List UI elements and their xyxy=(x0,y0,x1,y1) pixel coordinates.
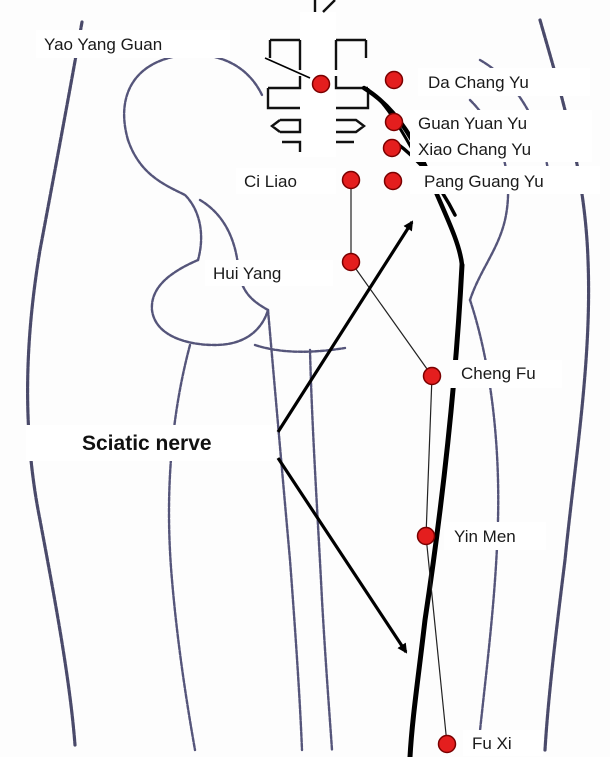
point-da-chang-yu[interactable] xyxy=(386,72,403,89)
label-ci-liao: Ci Liao xyxy=(244,172,297,191)
label-yin-men: Yin Men xyxy=(454,527,516,546)
label-sciatic-nerve: Sciatic nerve xyxy=(82,432,212,455)
point-cheng-fu[interactable] xyxy=(424,368,441,385)
label-da-chang-yu: Da Chang Yu xyxy=(428,73,529,92)
label-guan-yuan-yu: Guan Yuan Yu xyxy=(418,114,527,133)
label-pang-guang-yu: Pang Guang Yu xyxy=(424,172,544,191)
point-yin-men[interactable] xyxy=(418,528,435,545)
label-cheng-fu: Cheng Fu xyxy=(461,364,536,383)
meridian-lines xyxy=(351,180,447,744)
point-xiao-chang-yu[interactable] xyxy=(384,140,401,157)
point-ci-liao[interactable] xyxy=(343,172,360,189)
arrow-upper xyxy=(278,222,412,432)
point-pang-guang-yu[interactable] xyxy=(385,173,402,190)
label-xiao-chang-yu: Xiao Chang Yu xyxy=(418,140,531,159)
label-yao-yang-guan: Yao Yang Guan xyxy=(44,35,162,54)
nerve-arrows xyxy=(278,222,412,652)
point-yao-yang-guan[interactable] xyxy=(313,76,330,93)
point-hui-yang[interactable] xyxy=(343,254,360,271)
arrow-lower xyxy=(278,458,406,652)
point-guan-yuan-yu[interactable] xyxy=(386,114,403,131)
label-hui-yang: Hui Yang xyxy=(213,264,281,283)
point-fu-xi[interactable] xyxy=(439,736,456,753)
label-fu-xi: Fu Xi xyxy=(472,734,512,753)
